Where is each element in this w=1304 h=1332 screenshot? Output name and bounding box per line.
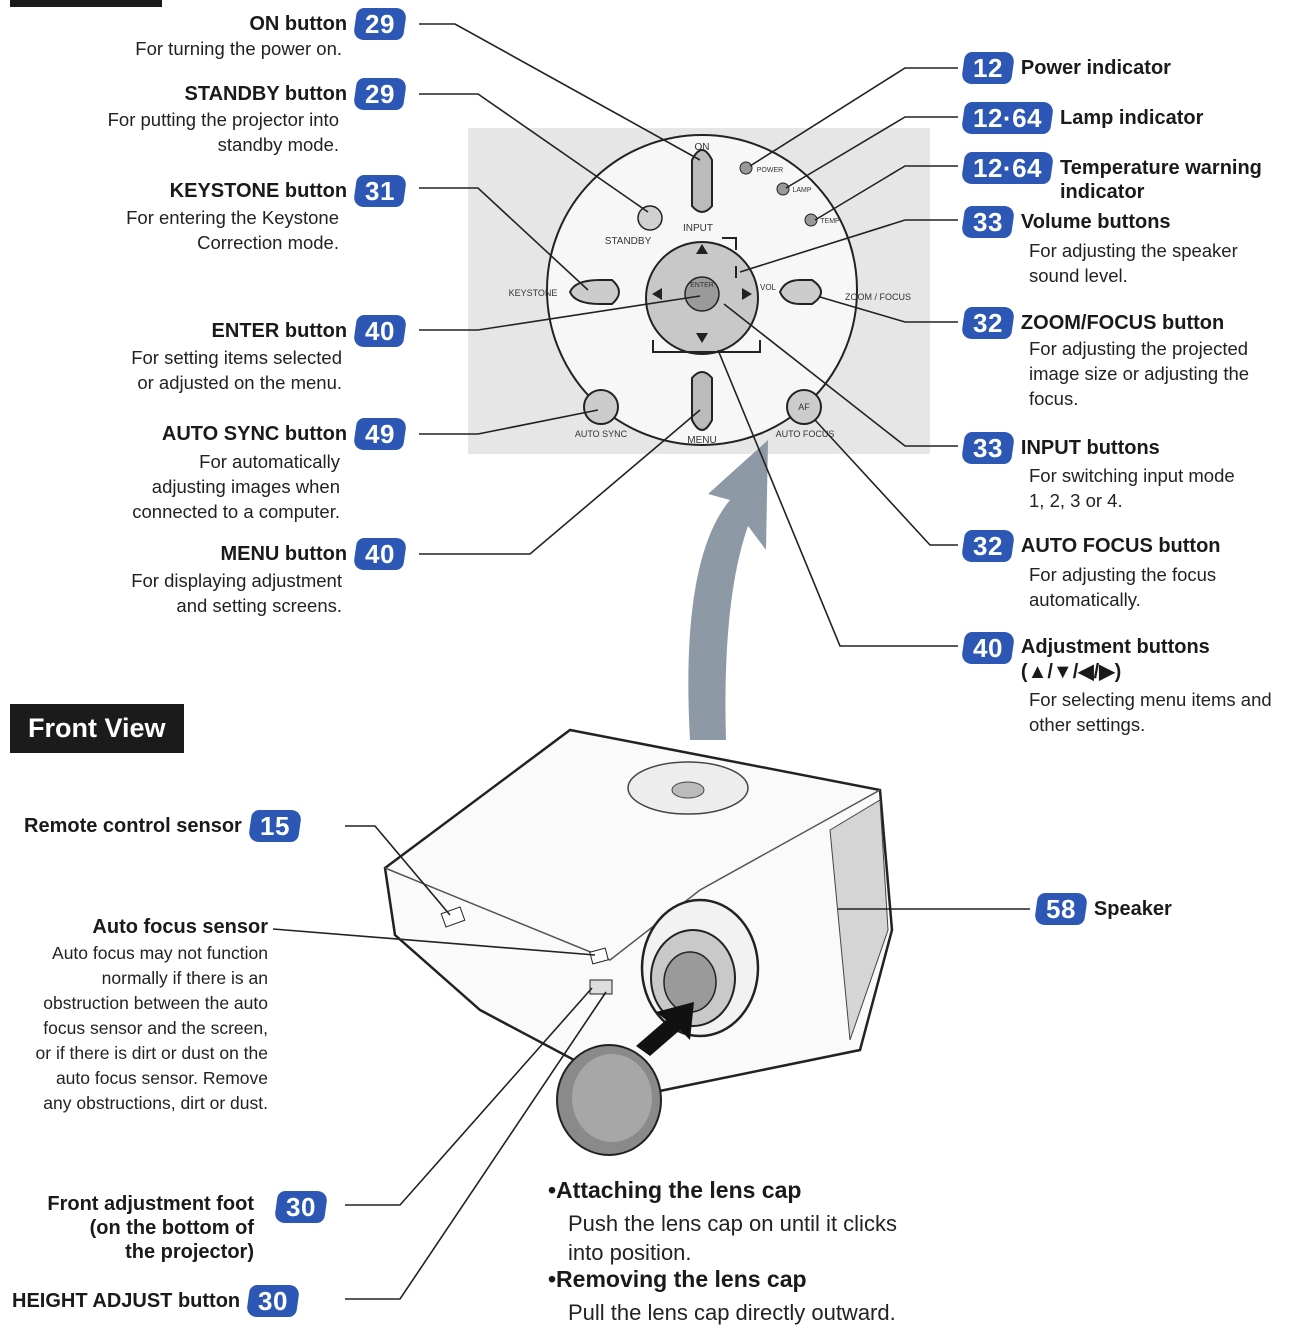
on-page-badge: 29 <box>352 8 408 40</box>
vol-bracket <box>722 237 737 278</box>
keystone-key <box>568 279 620 305</box>
panel-keystone-text: KEYSTONE <box>509 288 558 298</box>
autofocus-page-badge: 32 <box>960 530 1016 562</box>
menu-key <box>691 371 713 431</box>
leader-lines <box>272 23 1030 1300</box>
panel-autofocus-text: AUTO FOCUS <box>776 429 835 439</box>
enter-page-badge: 40 <box>352 315 408 347</box>
menu-page-badge: 40 <box>352 538 408 570</box>
autosync-button-label: AUTO SYNC button 49 <box>162 418 408 450</box>
remote-sensor-label: Remote control sensor 15 <box>24 810 302 842</box>
adjustment-buttons-label: 40 Adjustment buttons(▲/▼/◀/▶) <box>960 632 1210 685</box>
lamp-indicator-label: 12·64 Lamp indicator <box>960 102 1203 134</box>
remote-page-badge: 15 <box>247 810 302 842</box>
panel-standby-text: STANDBY <box>605 236 652 247</box>
right-arrow <box>742 288 752 300</box>
panel-input-text: INPUT <box>683 223 713 234</box>
zoom-page-badge: 32 <box>960 307 1016 339</box>
panel-autosync-text: AUTO SYNC <box>575 429 628 439</box>
on-key <box>691 149 713 213</box>
input-page-badge: 33 <box>960 432 1016 464</box>
standby-button-label: STANDBY button 29 <box>185 78 408 110</box>
lens-cap-face <box>572 1054 652 1142</box>
panel-lamp-text: LAMP <box>792 187 811 194</box>
keystone-button-label: KEYSTONE button 31 <box>170 175 408 207</box>
height-adjust-label: HEIGHT ADJUST button 30 <box>12 1285 301 1317</box>
speaker-page-badge: 58 <box>1033 893 1089 925</box>
lamp-led <box>776 182 790 196</box>
up-arrow <box>696 244 708 254</box>
front-foot-badge-wrap: 30 <box>273 1191 329 1223</box>
lamp-page-badge: 12·64 <box>960 102 1055 134</box>
autosync-key <box>583 389 619 425</box>
panel-temp-text: TEMP <box>820 218 840 225</box>
left-arrow <box>652 288 662 300</box>
panel-on-text: ON <box>695 142 710 153</box>
remove-lens-cap-heading: •Removing the lens cap <box>548 1266 807 1292</box>
operation-panel: ON STANDBY INPUT KEYSTONE ENTER VOL ZOOM… <box>468 128 930 454</box>
header-bar <box>10 0 162 7</box>
temp-led <box>804 213 818 227</box>
volume-buttons-label: 33 Volume buttons <box>960 206 1171 238</box>
big-arrow <box>688 440 768 740</box>
front-view-heading: Front View <box>10 704 184 753</box>
enter-button-label: ENTER button 40 <box>212 315 408 347</box>
input-buttons-label: 33 INPUT buttons <box>960 432 1160 464</box>
on-button-label: ON button 29 <box>249 8 408 40</box>
panel-power-text: POWER <box>757 167 783 174</box>
temp-page-badge: 12·64 <box>960 152 1055 184</box>
panel-af-text: AF <box>798 402 810 412</box>
menu-button-label: MENU button 40 <box>220 538 408 570</box>
volume-page-badge: 33 <box>960 206 1016 238</box>
attach-lens-cap-heading: •Attaching the lens cap <box>548 1177 802 1203</box>
autofocus-button-label: 32 AUTO FOCUS button <box>960 530 1221 562</box>
panel-vol-text: VOL <box>760 283 777 292</box>
down-arrow <box>696 333 708 343</box>
panel-zoom-text: ZOOM / FOCUS <box>845 292 911 302</box>
panel-enter-text: ENTER <box>690 282 714 289</box>
standby-key <box>637 205 663 231</box>
af-key <box>786 389 822 425</box>
standby-page-badge: 29 <box>352 78 408 110</box>
attach-arrow <box>636 1002 694 1056</box>
power-page-badge: 12 <box>960 52 1016 84</box>
projector-body <box>383 728 894 1097</box>
speaker-label: 58 Speaker <box>1033 893 1172 925</box>
keystone-page-badge: 31 <box>352 175 408 207</box>
on-button-desc: For turning the power on. <box>135 38 342 59</box>
panel-menu-text: MENU <box>687 435 716 446</box>
enter-key <box>684 276 720 312</box>
power-led <box>739 161 753 175</box>
afsensor-label: Auto focus sensor <box>92 916 268 938</box>
remove-lens-cap-desc: Pull the lens cap directly outward. <box>568 1300 896 1325</box>
adjust-bracket <box>652 340 761 353</box>
adjust-page-badge: 40 <box>960 632 1016 664</box>
zoom-focus-label: 32 ZOOM/FOCUS button <box>960 307 1224 339</box>
zoom-key <box>778 279 822 305</box>
height-page-badge: 30 <box>245 1285 301 1317</box>
power-indicator-label: 12 Power indicator <box>960 52 1171 84</box>
autosync-page-badge: 49 <box>352 418 408 450</box>
foot-page-badge: 30 <box>273 1191 329 1223</box>
